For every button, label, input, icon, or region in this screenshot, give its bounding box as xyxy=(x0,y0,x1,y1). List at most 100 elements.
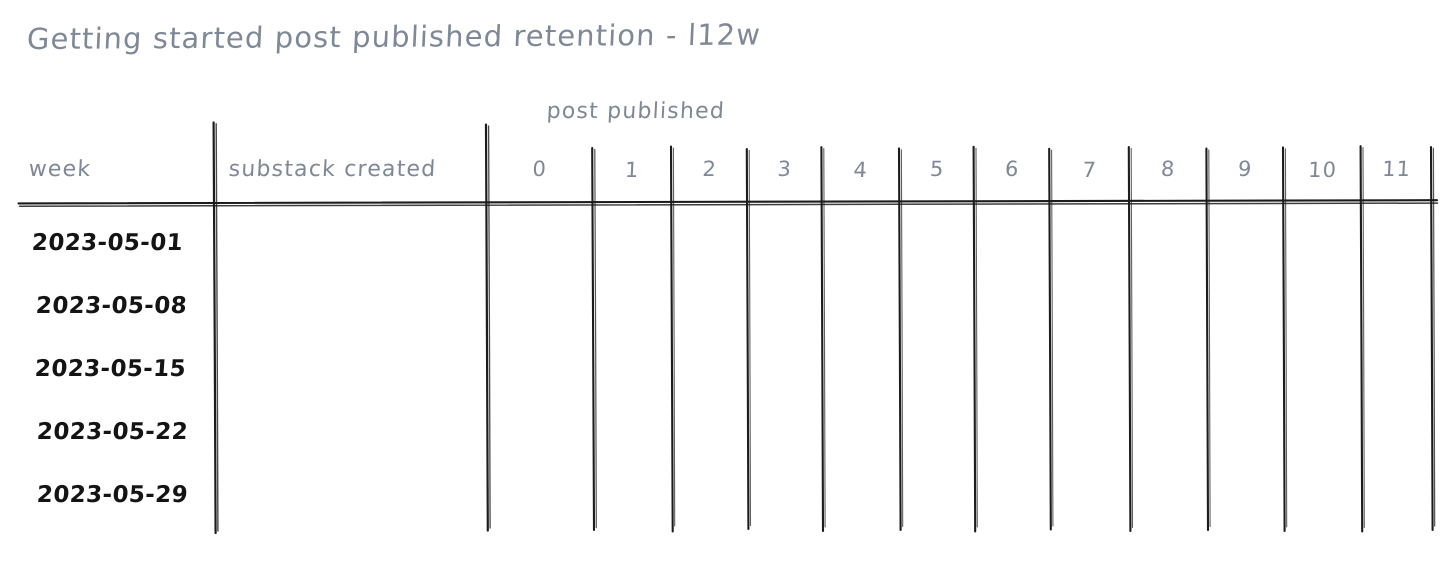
cell-r0-c2[interactable] xyxy=(671,206,747,271)
cell-r1-c9[interactable] xyxy=(1206,271,1283,336)
cell-r1-c3[interactable] xyxy=(747,271,821,336)
column-header-week: week xyxy=(28,157,92,182)
cell-r0-c0[interactable] xyxy=(486,206,592,271)
row-label-week: 2023-05-15 xyxy=(34,356,187,382)
cell-r2-c3[interactable] xyxy=(747,336,821,401)
cell-r0-c4[interactable] xyxy=(821,206,899,271)
row-label-week: 2023-05-29 xyxy=(36,482,189,508)
cell-r0-c7[interactable] xyxy=(1049,206,1129,271)
cell-r1-c4[interactable] xyxy=(821,271,899,336)
period-column-header-8: 8 xyxy=(1160,157,1176,181)
cell-r2-c9[interactable] xyxy=(1206,336,1283,401)
cell-r2-c0[interactable] xyxy=(486,336,592,401)
cell-r4-c1[interactable] xyxy=(592,465,671,530)
divider-period-10 xyxy=(1281,146,1288,533)
period-column-header-9: 9 xyxy=(1237,157,1253,181)
divider-period-4 xyxy=(820,146,826,533)
row-label-week: 2023-05-01 xyxy=(31,230,184,256)
cell-r4-c4[interactable] xyxy=(821,465,899,530)
row-label-week: 2023-05-08 xyxy=(35,293,188,319)
divider-week xyxy=(212,121,219,535)
cell-r0-c8[interactable] xyxy=(1129,206,1206,271)
cell-r1-c0[interactable] xyxy=(486,271,592,336)
cell-r2-c7[interactable] xyxy=(1049,336,1129,401)
cell-r1-c11[interactable] xyxy=(1361,271,1431,336)
divider-substack-created xyxy=(484,123,491,532)
cell-r1-c10[interactable] xyxy=(1283,271,1361,336)
cell-r4-c2[interactable] xyxy=(671,465,747,530)
period-column-header-0: 0 xyxy=(531,157,548,181)
cell-r2-c1[interactable] xyxy=(592,336,671,401)
cell-r1-c6[interactable] xyxy=(974,271,1049,336)
column-group-header-post-published: post published xyxy=(546,99,726,124)
cell-r0-c3[interactable] xyxy=(747,206,821,271)
cell-r0-c10[interactable] xyxy=(1283,206,1361,271)
cell-r0-c5[interactable] xyxy=(899,206,974,271)
period-column-header-10: 10 xyxy=(1307,158,1338,182)
cell-r4-c10[interactable] xyxy=(1283,465,1361,530)
cell-r3-c2[interactable] xyxy=(671,400,747,465)
divider-period-3 xyxy=(745,147,752,531)
cell-substack-created[interactable] xyxy=(218,465,486,530)
period-column-header-5: 5 xyxy=(929,157,945,181)
row-label-week: 2023-05-22 xyxy=(36,419,189,445)
period-column-header-7: 7 xyxy=(1081,158,1098,182)
header-rule xyxy=(17,199,1439,207)
cell-r4-c0[interactable] xyxy=(486,465,592,530)
cell-r2-c5[interactable] xyxy=(899,336,974,401)
cell-r3-c1[interactable] xyxy=(592,400,671,465)
cell-r4-c11[interactable] xyxy=(1361,465,1431,530)
cell-r3-c10[interactable] xyxy=(1283,400,1361,465)
cell-r3-c8[interactable] xyxy=(1129,400,1206,465)
cell-r3-c6[interactable] xyxy=(974,400,1049,465)
cell-r1-c7[interactable] xyxy=(1049,271,1129,336)
cell-r4-c7[interactable] xyxy=(1049,465,1129,530)
divider-period-7 xyxy=(1048,147,1054,531)
column-header-substack-created: substack created xyxy=(228,157,438,182)
cell-substack-created[interactable] xyxy=(218,271,486,336)
cell-r1-c1[interactable] xyxy=(592,271,671,336)
period-column-header-1: 1 xyxy=(624,158,640,182)
cell-r2-c8[interactable] xyxy=(1129,336,1206,401)
cell-r0-c11[interactable] xyxy=(1361,206,1431,271)
cell-r2-c4[interactable] xyxy=(821,336,899,401)
cell-r4-c9[interactable] xyxy=(1206,465,1283,530)
cell-r3-c3[interactable] xyxy=(747,400,821,465)
divider-period-11 xyxy=(1359,145,1365,533)
cell-r1-c2[interactable] xyxy=(671,271,747,336)
cell-r3-c4[interactable] xyxy=(821,400,899,465)
cell-r4-c6[interactable] xyxy=(974,465,1049,530)
cell-r4-c3[interactable] xyxy=(747,465,821,530)
divider-period-1 xyxy=(591,146,597,532)
period-column-header-3: 3 xyxy=(776,157,793,181)
cell-r2-c2[interactable] xyxy=(671,336,747,401)
divider-period-9 xyxy=(1205,147,1211,532)
period-column-header-4: 4 xyxy=(852,158,869,182)
cell-r2-c11[interactable] xyxy=(1361,336,1431,401)
cell-r4-c8[interactable] xyxy=(1129,465,1206,530)
cell-r3-c5[interactable] xyxy=(899,400,974,465)
cell-r0-c9[interactable] xyxy=(1206,206,1283,271)
cell-r1-c8[interactable] xyxy=(1129,271,1206,336)
divider-period-6 xyxy=(972,145,978,533)
cell-r2-c6[interactable] xyxy=(974,336,1049,401)
cell-substack-created[interactable] xyxy=(218,400,486,465)
period-column-header-6: 6 xyxy=(1004,157,1020,181)
cell-r3-c7[interactable] xyxy=(1049,400,1129,465)
cell-r2-c10[interactable] xyxy=(1283,336,1361,401)
cell-substack-created[interactable] xyxy=(218,336,486,401)
page-title: Getting started post published retention… xyxy=(26,17,762,56)
divider-period-2 xyxy=(669,145,676,533)
cell-r0-c6[interactable] xyxy=(974,206,1049,271)
cell-r3-c11[interactable] xyxy=(1361,400,1431,465)
period-column-header-2: 2 xyxy=(701,157,718,181)
cell-r0-c1[interactable] xyxy=(592,206,671,271)
cell-r4-c5[interactable] xyxy=(899,465,974,530)
divider-period-5 xyxy=(897,147,904,532)
divider-table-right-edge xyxy=(1429,145,1436,532)
cell-substack-created[interactable] xyxy=(218,206,486,271)
cell-r3-c9[interactable] xyxy=(1206,400,1283,465)
cell-r3-c0[interactable] xyxy=(486,400,592,465)
cell-r1-c5[interactable] xyxy=(899,271,974,336)
